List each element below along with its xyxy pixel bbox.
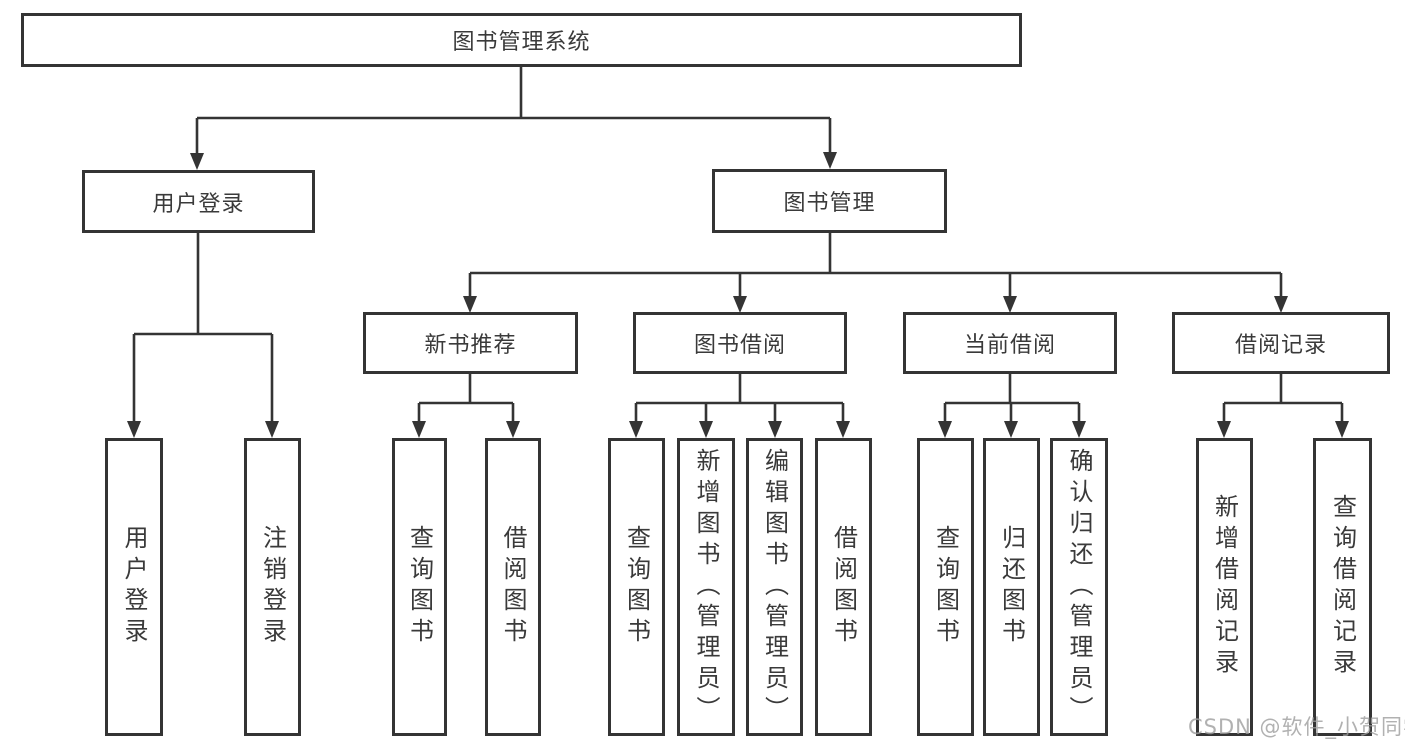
leaf-query-books-borrow: 查询图书	[608, 438, 665, 736]
leaf-query-books-recommend: 查询图书	[392, 438, 447, 736]
leaf-logout: 注销登录	[244, 438, 301, 736]
leaf-borrow-books: 借阅图书	[815, 438, 872, 736]
leaf-confirm-return-admin: 确认归还（管理员）	[1050, 438, 1108, 736]
node-user-login: 用户登录	[82, 170, 315, 233]
leaf-add-borrow-record: 新增借阅记录	[1196, 438, 1253, 736]
node-current-borrowing: 当前借阅	[903, 312, 1117, 374]
leaf-return-books: 归还图书	[983, 438, 1040, 736]
node-book-borrowing: 图书借阅	[633, 312, 847, 374]
node-new-book-recommendation: 新书推荐	[363, 312, 578, 374]
leaf-query-books-current: 查询图书	[917, 438, 974, 736]
node-book-management: 图书管理	[712, 169, 947, 233]
watermark: CSDN @软件_小贺同学	[1188, 715, 1405, 739]
leaf-user-login: 用户登录	[105, 438, 163, 736]
node-borrowing-records: 借阅记录	[1172, 312, 1390, 374]
arrowhead-icons	[127, 152, 1349, 438]
leaf-query-borrow-record: 查询借阅记录	[1313, 438, 1372, 736]
node-root: 图书管理系统	[21, 13, 1022, 67]
leaf-edit-books-admin: 编辑图书（管理员）	[746, 438, 803, 736]
leaf-borrow-books-recommend: 借阅图书	[485, 438, 541, 736]
leaf-add-books-admin: 新增图书（管理员）	[677, 438, 735, 736]
